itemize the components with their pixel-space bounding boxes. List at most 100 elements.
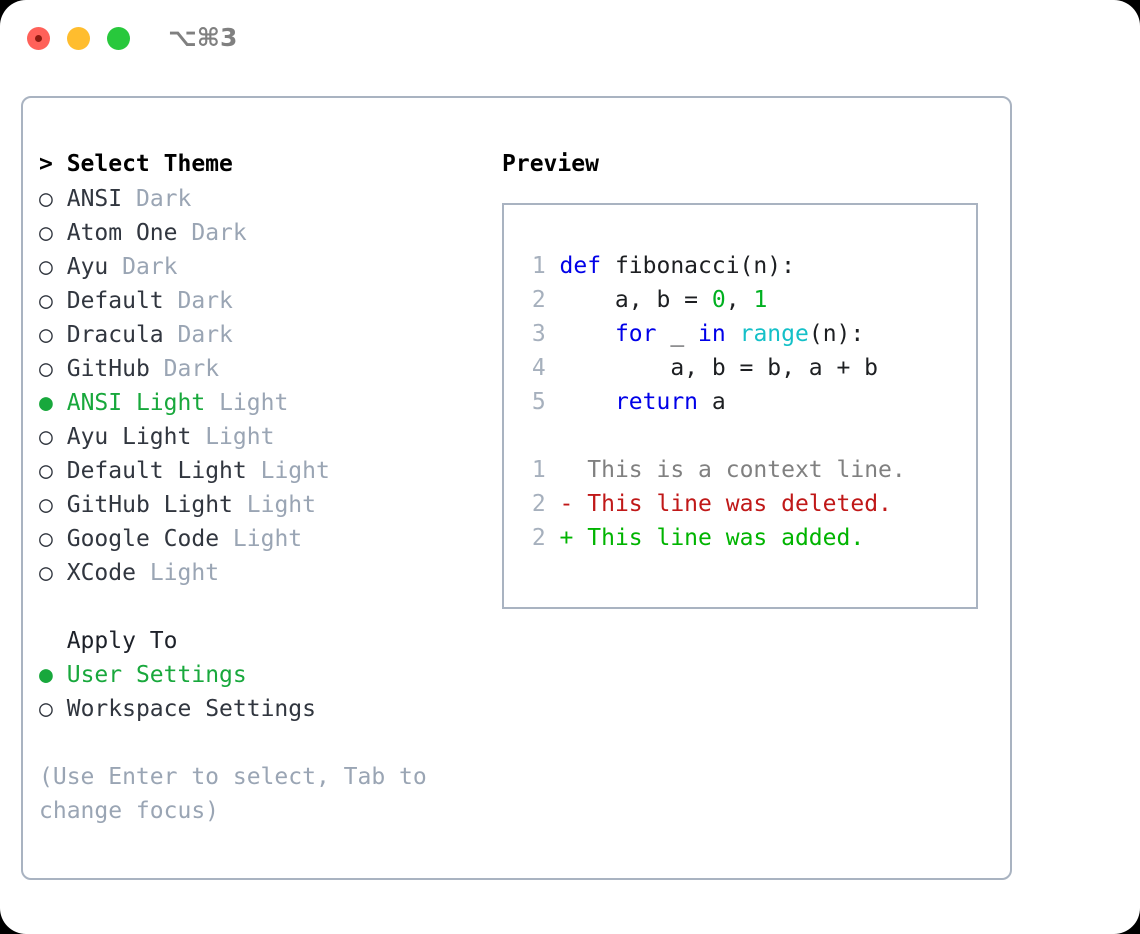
code-token: range	[739, 321, 809, 347]
spacer	[546, 525, 560, 551]
theme-list-item[interactable]: ○ Dracula Dark	[39, 318, 494, 352]
theme-kind-label: Light	[149, 560, 220, 586]
apply-to-list[interactable]: ● User Settings○ Workspace Settings	[39, 658, 494, 726]
diff-marker	[560, 457, 588, 483]
theme-list-item[interactable]: ○ Default Dark	[39, 284, 494, 318]
diff-sample: 1 This is a context line.2 - This line w…	[518, 453, 976, 555]
theme-list-item[interactable]: ○ Ayu Dark	[39, 250, 494, 284]
theme-list-item[interactable]: ● ANSI Light Light	[39, 386, 494, 420]
title-bar: ⌥⌘3	[0, 0, 1140, 76]
theme-list-item[interactable]: ○ GitHub Light Light	[39, 488, 494, 522]
spacer	[233, 492, 247, 518]
code-token: return	[614, 389, 699, 415]
apply-to-option[interactable]: ● User Settings	[39, 658, 494, 692]
spacer	[178, 220, 192, 246]
diff-line: 1 This is a context line.	[518, 453, 976, 487]
diff-line: 2 + This line was added.	[518, 521, 976, 555]
theme-name: XCode	[66, 560, 136, 586]
line-number: 1	[531, 253, 546, 279]
close-window-button[interactable]	[27, 27, 50, 50]
theme-list-item[interactable]: ○ Atom One Dark	[39, 216, 494, 250]
diff-text: This line was deleted.	[587, 491, 892, 517]
spacer	[164, 288, 178, 314]
code-token: 0	[711, 287, 726, 313]
theme-kind-label: Light	[260, 458, 330, 484]
maximize-window-button[interactable]	[107, 27, 130, 50]
theme-kind-label: Light	[219, 390, 289, 416]
spacer	[53, 662, 67, 688]
theme-name: Atom One	[66, 220, 178, 246]
spacer	[191, 424, 205, 450]
theme-name: GitHub	[66, 356, 150, 382]
line-number: 2	[531, 287, 546, 313]
code-token: a	[698, 389, 726, 415]
spacer	[150, 356, 164, 382]
theme-list-item[interactable]: ○ ANSI Dark	[39, 182, 494, 216]
spacer	[53, 220, 67, 246]
theme-name: ANSI	[66, 186, 123, 212]
apply-to-option[interactable]: ○ Workspace Settings	[39, 692, 494, 726]
theme-list-item[interactable]: ○ Default Light Light	[39, 454, 494, 488]
theme-name: Dracula	[66, 322, 164, 348]
radio-unselected-icon: ○	[39, 424, 53, 450]
diff-marker: +	[559, 525, 588, 551]
line-number: 2	[531, 525, 546, 551]
spacer	[164, 322, 178, 348]
radio-unselected-icon: ○	[39, 186, 53, 212]
code-token: ,	[725, 287, 754, 313]
radio-selected-icon: ●	[39, 390, 53, 416]
spacer	[546, 355, 560, 381]
radio-unselected-icon: ○	[39, 458, 53, 484]
spacer	[546, 491, 560, 517]
theme-kind-label: Dark	[191, 220, 247, 246]
spacer	[53, 356, 67, 382]
spacer	[108, 254, 122, 280]
spacer	[53, 390, 67, 416]
spacer	[136, 560, 150, 586]
apply-to-option-label: User Settings	[66, 662, 247, 688]
spacer	[219, 526, 233, 552]
theme-kind-label: Dark	[163, 356, 220, 382]
radio-unselected-icon: ○	[39, 560, 53, 586]
line-number: 1	[531, 457, 546, 483]
radio-unselected-icon: ○	[39, 696, 53, 722]
spacer	[122, 186, 136, 212]
radio-selected-icon: ●	[39, 662, 53, 688]
minimize-window-button[interactable]	[67, 27, 90, 50]
theme-kind-label: Dark	[177, 288, 233, 314]
spacer	[546, 457, 560, 483]
spacer	[53, 186, 67, 212]
keyboard-shortcut-label: ⌥⌘3	[168, 23, 238, 52]
radio-unselected-icon: ○	[39, 220, 53, 246]
apply-to-section: Apply To ● User Settings○ Workspace Sett…	[39, 624, 494, 726]
theme-list-item[interactable]: ○ Google Code Light	[39, 522, 494, 556]
spacer	[53, 288, 67, 314]
theme-kind-label: Dark	[177, 322, 233, 348]
theme-name: Ayu	[66, 254, 109, 280]
theme-picker-header: > Select Theme	[39, 151, 233, 177]
theme-list[interactable]: ○ ANSI Dark○ Atom One Dark○ Ayu Dark○ De…	[39, 182, 494, 590]
spacer	[53, 254, 67, 280]
code-line: 4 a, b = b, a + b	[518, 351, 976, 385]
code-token: _	[656, 321, 699, 347]
main-panel: > Select Theme ○ ANSI Dark○ Atom One Dar…	[21, 96, 1012, 880]
code-line: 1 def fibonacci(n):	[518, 249, 976, 283]
theme-name: ANSI Light	[66, 390, 206, 416]
line-number: 4	[531, 355, 546, 381]
diff-text: This is a context line.	[587, 457, 906, 483]
theme-list-item[interactable]: ○ XCode Light	[39, 556, 494, 590]
theme-kind-label: Light	[246, 492, 316, 518]
spacer	[53, 424, 67, 450]
theme-list-item[interactable]: ○ GitHub Dark	[39, 352, 494, 386]
spacer	[247, 458, 261, 484]
apply-to-option-label: Workspace Settings	[66, 696, 316, 722]
code-token: in	[698, 321, 726, 347]
code-token: a, b =	[559, 287, 712, 313]
radio-unselected-icon: ○	[39, 254, 53, 280]
theme-list-item[interactable]: ○ Ayu Light Light	[39, 420, 494, 454]
spacer	[546, 321, 560, 347]
code-token	[726, 321, 740, 347]
spacer	[205, 390, 219, 416]
code-token: for	[614, 321, 657, 347]
